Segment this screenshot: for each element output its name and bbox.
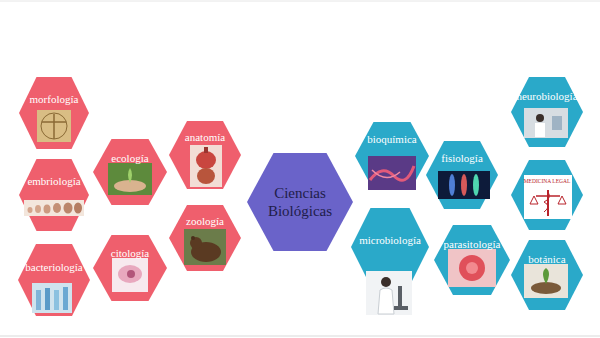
center-hexagon: Ciencias Biológicas — [247, 153, 353, 251]
hexagon-fill — [355, 122, 429, 190]
topic-hexagon: parasitología — [434, 225, 510, 295]
hexagon-fill — [169, 121, 241, 189]
topic-label: anatomía — [169, 131, 241, 144]
topic-hexagon: fisiología — [426, 141, 498, 209]
hexagon-fill — [169, 205, 241, 271]
hexagon-shape — [351, 208, 429, 286]
anatomy-photo — [190, 145, 222, 187]
topic-hexagon: embriología — [19, 159, 89, 231]
topic-label: bacteriología — [18, 261, 90, 274]
topic-label: parasitología — [434, 238, 510, 251]
hexagon-shape — [19, 77, 89, 149]
hexagon-fill — [19, 77, 89, 149]
hexagon-fill — [247, 153, 353, 251]
vitruvian-photo — [37, 110, 71, 142]
hexagon-shape — [511, 77, 583, 147]
topic-hexagon: neurobiología — [511, 77, 583, 147]
topic-label: botánica — [511, 253, 583, 266]
center-title: Ciencias Biológicas — [258, 184, 342, 220]
neuro-lab-photo — [524, 108, 568, 138]
topic-label: embriología — [19, 175, 89, 188]
topic-hexagon: ecología — [93, 139, 167, 205]
bear-photo — [184, 229, 226, 265]
hexagon-shape — [511, 160, 583, 230]
topic-label: fisiología — [426, 152, 498, 165]
hexagon-shape — [19, 159, 89, 231]
topic-hexagon: anatomía — [169, 121, 241, 189]
hexagon-fill — [18, 244, 90, 316]
cell-photo — [112, 258, 148, 292]
hexagon-shape — [355, 122, 429, 190]
hexagon-fill — [426, 141, 498, 209]
topic-hexagon: botánica — [511, 240, 583, 310]
topic-hexagon: citología — [93, 235, 167, 301]
hexagon-shape — [247, 153, 353, 251]
legal-medicine-photo — [524, 175, 572, 219]
hexagon-shape — [426, 141, 498, 209]
topic-label: microbiología — [351, 234, 429, 247]
lab-tubes-photo — [32, 283, 72, 313]
ecology-photo — [108, 163, 152, 195]
biochemistry-photo — [368, 156, 416, 190]
hexagon-fill — [19, 159, 89, 231]
topic-label: citología — [93, 247, 167, 260]
topic-hexagon: zoología — [169, 205, 241, 271]
hexagon-fill — [511, 77, 583, 147]
hexagon-fill — [93, 235, 167, 301]
topic-hexagon: bioquímica — [355, 122, 429, 190]
topic-hexagon: bacteriología — [18, 244, 90, 316]
plant-photo — [524, 264, 568, 298]
embryo-photo — [24, 200, 84, 216]
topic-label: MEDICINA LEGAL — [511, 178, 583, 185]
topic-label: ecología — [93, 152, 167, 165]
microscope-photo — [366, 271, 412, 315]
topic-label: zoología — [169, 215, 241, 228]
topic-label: bioquímica — [355, 133, 429, 146]
hexagon-fill — [93, 139, 167, 205]
hexagon-shape — [434, 225, 510, 295]
hexagon-shape — [511, 240, 583, 310]
topic-label: morfología — [19, 93, 89, 106]
hexagon-fill — [511, 240, 583, 310]
hexagon-shape — [93, 235, 167, 301]
topic-label: neurobiología — [511, 90, 583, 103]
physiology-photo — [438, 171, 490, 199]
hexagon-shape — [18, 244, 90, 316]
topic-hexagon: microbiología — [351, 208, 429, 286]
parasite-photo — [448, 249, 496, 287]
hexagon-fill — [511, 160, 583, 230]
top-rule — [0, 1, 600, 2]
hexagon-shape — [169, 205, 241, 271]
topic-hexagon: MEDICINA LEGAL — [511, 160, 583, 230]
hexagon-shape — [93, 139, 167, 205]
hexagon-fill — [434, 225, 510, 295]
topic-hexagon: morfología — [19, 77, 89, 149]
bottom-rule — [0, 336, 600, 337]
hexagon-fill — [351, 208, 429, 286]
